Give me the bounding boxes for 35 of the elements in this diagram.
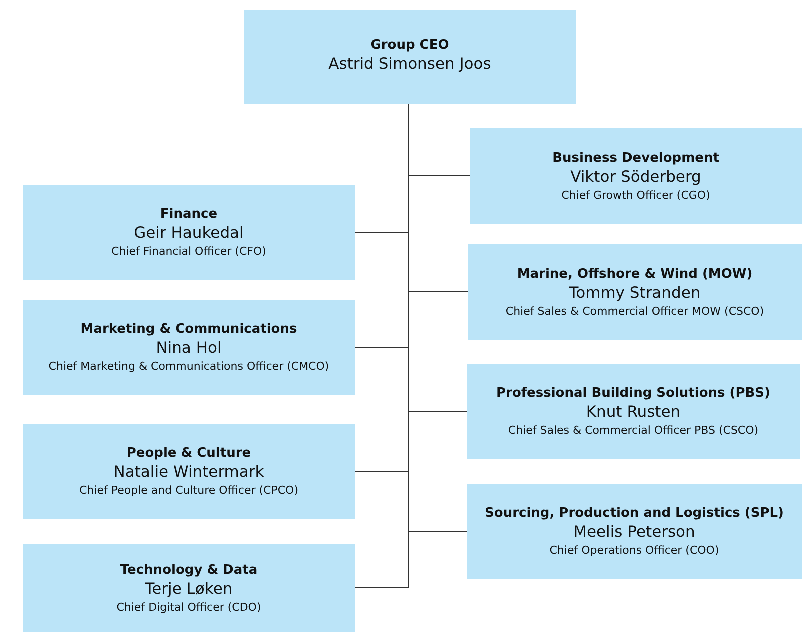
role-title: Chief Sales & Commercial Officer MOW (CSCO) — [506, 304, 764, 318]
person-name: Geir Haukedal — [134, 224, 244, 242]
department-title: People & Culture — [126, 446, 252, 461]
person-name: Meelis Peterson — [574, 523, 696, 541]
org-box — [467, 364, 800, 459]
person-name: Nina Hol — [156, 339, 222, 357]
department-title: Finance — [160, 207, 218, 222]
org-box — [244, 10, 576, 104]
department-title: Business Development — [552, 150, 720, 166]
role-title: Chief Sales & Commercial Officer PBS (CSCO) — [508, 424, 759, 437]
person-name: Terje Løken — [145, 580, 233, 598]
department-title: Sourcing, Production and Logistics (SPL) — [485, 506, 784, 521]
department-title: Marketing & Communications — [80, 322, 298, 337]
org-box — [23, 544, 355, 632]
role-title: Chief People and Culture Officer (CPCO) — [80, 484, 298, 497]
org-box — [23, 424, 355, 519]
role-title: Chief Marketing & Communications Officer (CMCO) — [48, 360, 330, 373]
role-title: Chief Digital Officer (CDO) — [116, 600, 262, 614]
org-box — [467, 484, 802, 579]
org-box — [23, 185, 355, 280]
person-name: Tommy Stranden — [569, 284, 701, 302]
role-title: Chief Financial Officer (CFO) — [112, 245, 266, 258]
department-title: Professional Building Solutions (PBS) — [496, 386, 770, 401]
person-name: Knut Rusten — [586, 403, 681, 421]
department-title: Group CEO — [370, 38, 450, 53]
org-box — [23, 300, 355, 395]
role-title: Chief Operations Officer (COO) — [550, 544, 720, 557]
person-name: Astrid Simonsen Joos — [328, 55, 492, 73]
person-name: Viktor Söderberg — [570, 168, 702, 186]
department-title: Technology & Data — [120, 562, 258, 578]
role-title: Chief Growth Officer (CGO) — [562, 188, 710, 202]
department-title: Marine, Offshore & Wind (MOW) — [517, 266, 753, 282]
org-box — [468, 244, 802, 340]
org-box — [470, 128, 802, 224]
person-name: Natalie Wintermark — [114, 463, 264, 481]
